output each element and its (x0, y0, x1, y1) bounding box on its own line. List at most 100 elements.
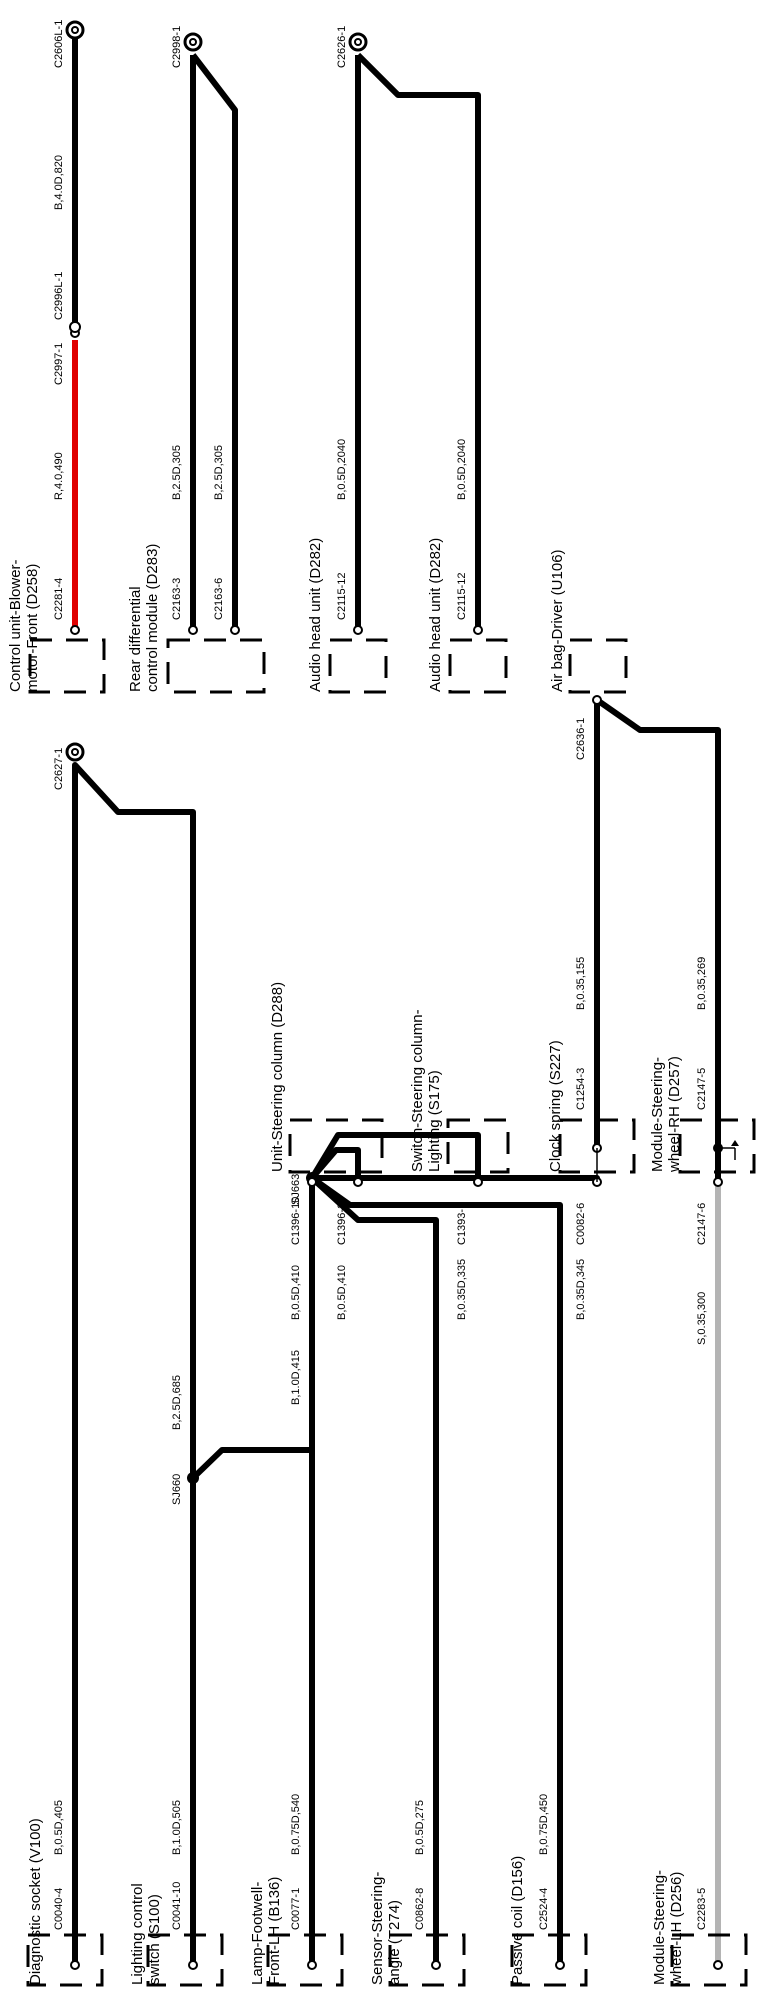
inline-connector-c2997 (69, 321, 81, 333)
ground-eyelet-core-c2606l-1 (71, 26, 79, 34)
wire-label-lamp: B,0.75D,540 (290, 1794, 302, 1855)
pin-ring-c2115-12a (353, 625, 363, 635)
box-audio-b (448, 638, 508, 694)
label-audio-head-b: Audio head unit (D282) (427, 538, 444, 692)
wire-passive-coil (310, 1175, 563, 1965)
pin-ring-c0077-1 (307, 1960, 317, 1970)
label-module-sw-rh-2: wheel-RH (D257) (666, 1056, 683, 1173)
inline-connector-ring (69, 321, 81, 333)
wire-label-blower-top: B,4.0D,820 (53, 155, 65, 210)
ground-terminal-cores (71, 26, 362, 756)
pin-label-c1396-10: C1396-10 (290, 1197, 302, 1245)
splice-sj660-dot (187, 1472, 199, 1484)
label-sensor-steering-1: Sensor-Steering- (369, 1872, 386, 1985)
pin-label-c2283-5: C2283-5 (696, 1888, 708, 1930)
pin-ring-c1396-10 (307, 1177, 317, 1187)
label-module-sw-lh-1: Module-Steering- (651, 1870, 668, 1985)
label-passive-coil: Passive coil (D156) (509, 1856, 526, 1985)
wire-audio-b (355, 52, 481, 630)
pin-ring-c0041-10 (188, 1960, 198, 1970)
box-audio-a (328, 638, 388, 694)
pin-ring-c2163-6 (230, 625, 240, 635)
pin-ring-c2163-3 (188, 625, 198, 635)
wire-label-rear-a: B,2.5D,305 (171, 445, 183, 500)
wire-label-rear-b: B,2.5D,305 (213, 445, 225, 500)
pin-label-c2163-3: C2163-3 (171, 578, 183, 620)
wire-label-1393: B,0.35D,335 (456, 1259, 468, 1320)
box-switch-lighting (446, 1118, 510, 1174)
pin-label-c2606l-1: C2606L-1 (53, 20, 65, 68)
label-switch-steering-2: Lighting (S175) (426, 1070, 443, 1172)
wire-label-lh: S,0.35,300 (696, 1292, 708, 1345)
pin-ring-c2281-4 (70, 625, 80, 635)
wire-label-2147-5: B,0.35,269 (696, 957, 708, 1010)
box-lighting-switch (146, 1933, 224, 1987)
pin-label-c2636-1: C2636-1 (575, 718, 587, 760)
pin-label-c2281-4: C2281-4 (53, 578, 65, 620)
box-rear-diff (166, 638, 266, 694)
wire-diagnostic-ground (72, 762, 196, 1965)
label-rear-diff-1: Rear differential (127, 586, 144, 692)
wire-label-blower-red: R,4.0,490 (53, 452, 65, 500)
pin-ring-c2524-4 (555, 1960, 565, 1970)
pin-label-c0041-10: C0041-10 (171, 1882, 183, 1930)
pin-label-c1396-2: C1396-2 (336, 1203, 348, 1245)
pin-label-c2626-1: C2626-1 (336, 26, 348, 68)
pin-ring-c1393-1 (473, 1177, 483, 1187)
wire-label-audio-b: B,0.5D,2040 (456, 439, 468, 500)
wire-label-sensor: B,0.5D,275 (414, 1800, 426, 1855)
pin-ring-c0862-8 (431, 1960, 441, 1970)
label-lighting-switch-1: Lighting control (129, 1883, 146, 1985)
colored-wire-layer (72, 340, 721, 1965)
wire-layer (72, 30, 721, 1965)
box-module-steering-rh (678, 1118, 756, 1174)
pin-label-c2163-6: C2163-6 (213, 578, 225, 620)
pin-label-c2996l-1: C2996L-1 (53, 272, 65, 320)
label-switch-steering-1: Switch-Steering column- (409, 1009, 426, 1172)
label-audio-head-a: Audio head unit (D282) (307, 538, 324, 692)
label-clock-spring: Clock spring (S227) (547, 1040, 564, 1172)
pin-label-c2147-6: C2147-6 (696, 1203, 708, 1245)
pin-ring-c1396-2 (353, 1177, 363, 1187)
wire-rear-diff-b (190, 53, 238, 630)
label-airbag-driver: Air bag-Driver (U106) (549, 549, 566, 692)
module-rh-internal (714, 1140, 739, 1160)
label-unit-steering: Unit-Steering column (D288) (269, 982, 286, 1172)
wire-sensor-steering (309, 1175, 439, 1965)
pin-label-c1254-3: C1254-3 (575, 1068, 587, 1110)
ground-eyelet-core-c2627-1 (71, 748, 79, 756)
box-lamp-footwell (266, 1933, 344, 1987)
wire-switch-lighting (309, 1132, 481, 1182)
pin-label-c0040-4: C0040-4 (53, 1888, 65, 1930)
pin-label-c0862-8: C0862-8 (414, 1888, 426, 1930)
pin-label-c0082-6: C0082-6 (575, 1203, 587, 1245)
module-rh-arrow-head (731, 1140, 739, 1146)
pin-ring-c0040-4 (70, 1960, 80, 1970)
label-lamp-footwell-2: Front-LH (B136) (266, 1877, 283, 1985)
text-layer: Diagnostic socket (V100) Lighting contro… (7, 20, 708, 1986)
pin-label-c1393-1: C1393-1 (456, 1203, 468, 1245)
wire-label-diag: B,0.5D,405 (53, 1800, 65, 1855)
label-module-sw-rh-1: Module-Steering- (649, 1057, 666, 1172)
ground-eyelet-core-c2626-1 (354, 38, 362, 46)
component-boxes (26, 638, 756, 1987)
pin-ring-c2636-1 (592, 695, 602, 705)
box-control-blower (28, 638, 106, 694)
ground-terminals (65, 20, 368, 762)
wire-label-sj660-up: B,2.5D,685 (171, 1375, 183, 1430)
pin-label-c2524-4: C2524-4 (538, 1888, 550, 1930)
label-control-blower-1: Control unit-Blower- (7, 559, 24, 692)
pin-ring-c2147-6 (713, 1177, 723, 1187)
box-module-steering-lh (670, 1933, 748, 1987)
box-passive-coil (510, 1933, 588, 1987)
wire-label-1396-2: B,0.5D,410 (336, 1265, 348, 1320)
label-rear-diff-2: control module (D283) (144, 544, 161, 692)
wire-label-audio-a: B,0.5D,2040 (336, 439, 348, 500)
pin-label-c2147-5: C2147-5 (696, 1068, 708, 1110)
label-diagnostic-socket: Diagnostic socket (V100) (27, 1818, 44, 1985)
label-module-sw-lh-2: wheel-LH (D256) (668, 1872, 685, 1986)
box-diagnostic-socket (26, 1933, 104, 1987)
pin-label-c2627-1: C2627-1 (53, 748, 65, 790)
ground-eyelet-core-c2998-1 (189, 38, 197, 46)
